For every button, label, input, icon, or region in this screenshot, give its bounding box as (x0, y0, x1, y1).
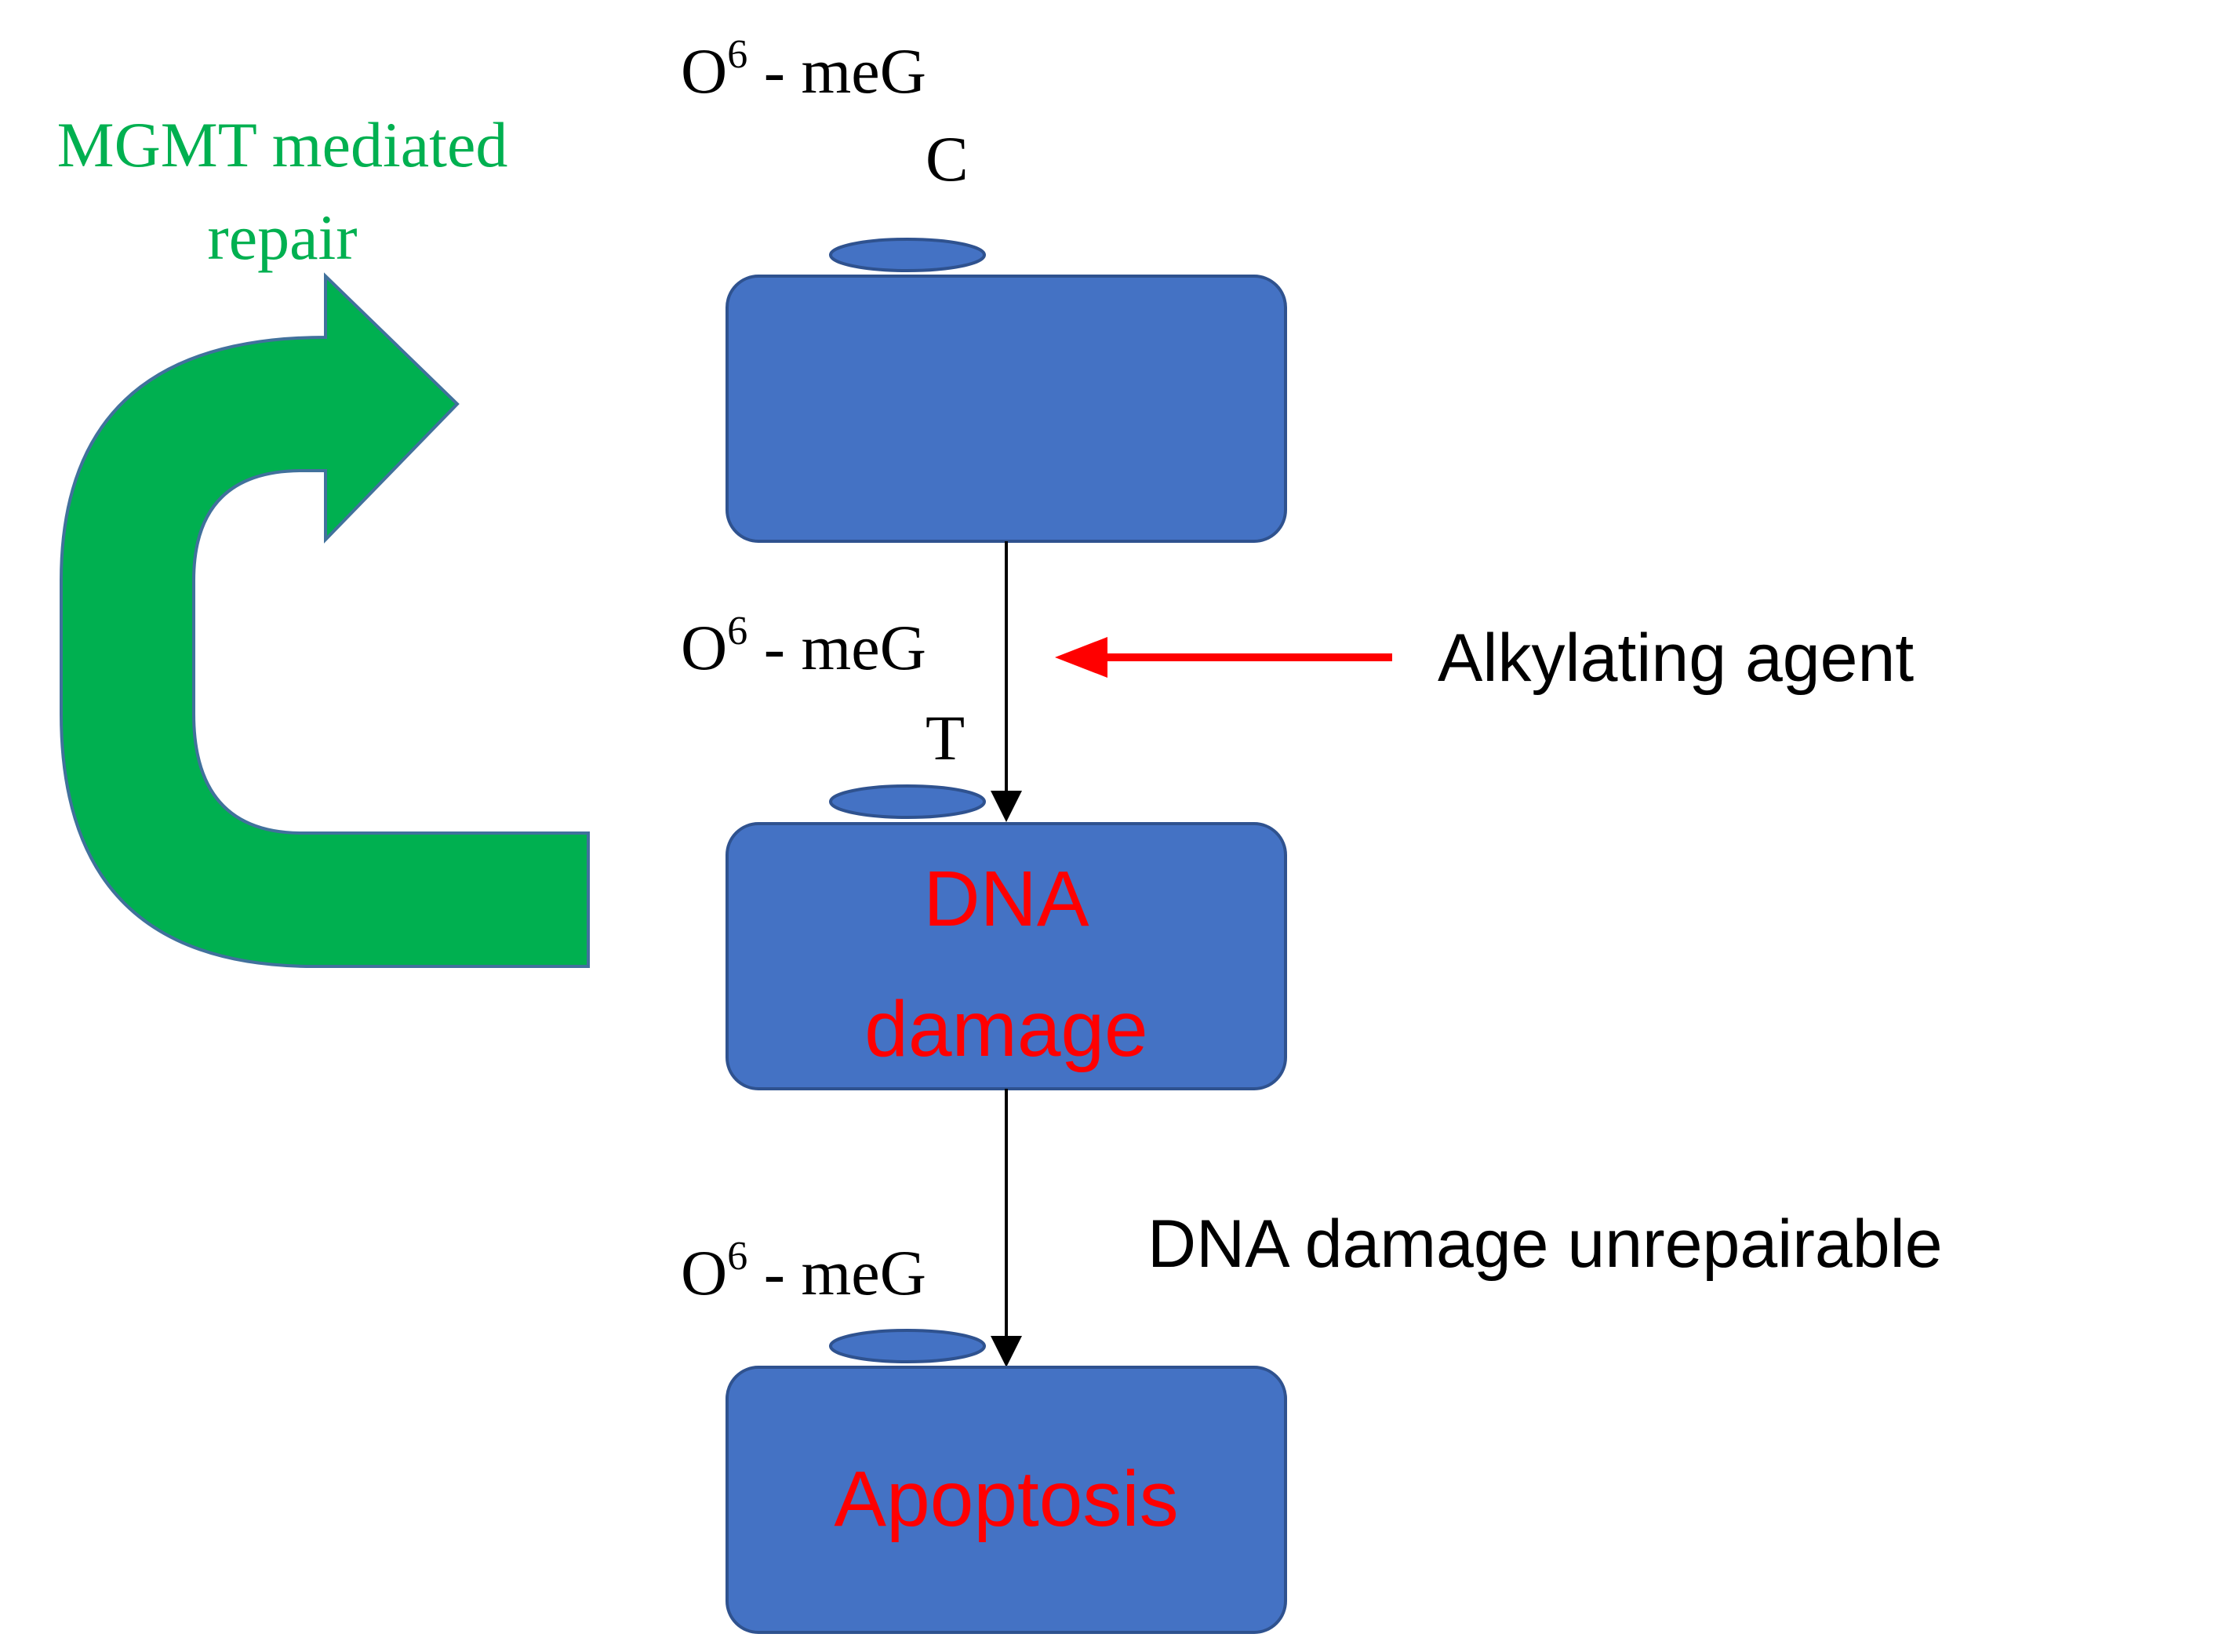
alkylating-agent-label: Alkylating agent (1438, 620, 1914, 696)
mgmt-repair-arrow (60, 272, 590, 968)
alkylating-agent-arrowhead (1055, 637, 1107, 678)
unrepairable-label: DNA damage unrepairable (1147, 1206, 1943, 1282)
repair-label-line2: repair (207, 202, 357, 273)
lesion-label: O6 - meG (681, 32, 926, 107)
lesion-label: O6 - meG (681, 1234, 926, 1308)
apoptosis-box (726, 1366, 1287, 1634)
lesion-marker (829, 1329, 986, 1363)
dna-box (726, 275, 1287, 543)
lesion-marker (829, 238, 986, 272)
paired-base-label: C (926, 123, 969, 195)
apoptosis-label: Apoptosis (834, 1455, 1178, 1543)
paired-base-label: T (926, 702, 965, 773)
lesion-label: O6 - meG (681, 609, 926, 683)
dna-damage-label-line1: DNA (923, 855, 1089, 943)
dna-damage-label-line2: damage (864, 985, 1147, 1073)
repair-label-line1: MGMT mediated (57, 109, 508, 180)
lesion-marker (829, 784, 986, 819)
